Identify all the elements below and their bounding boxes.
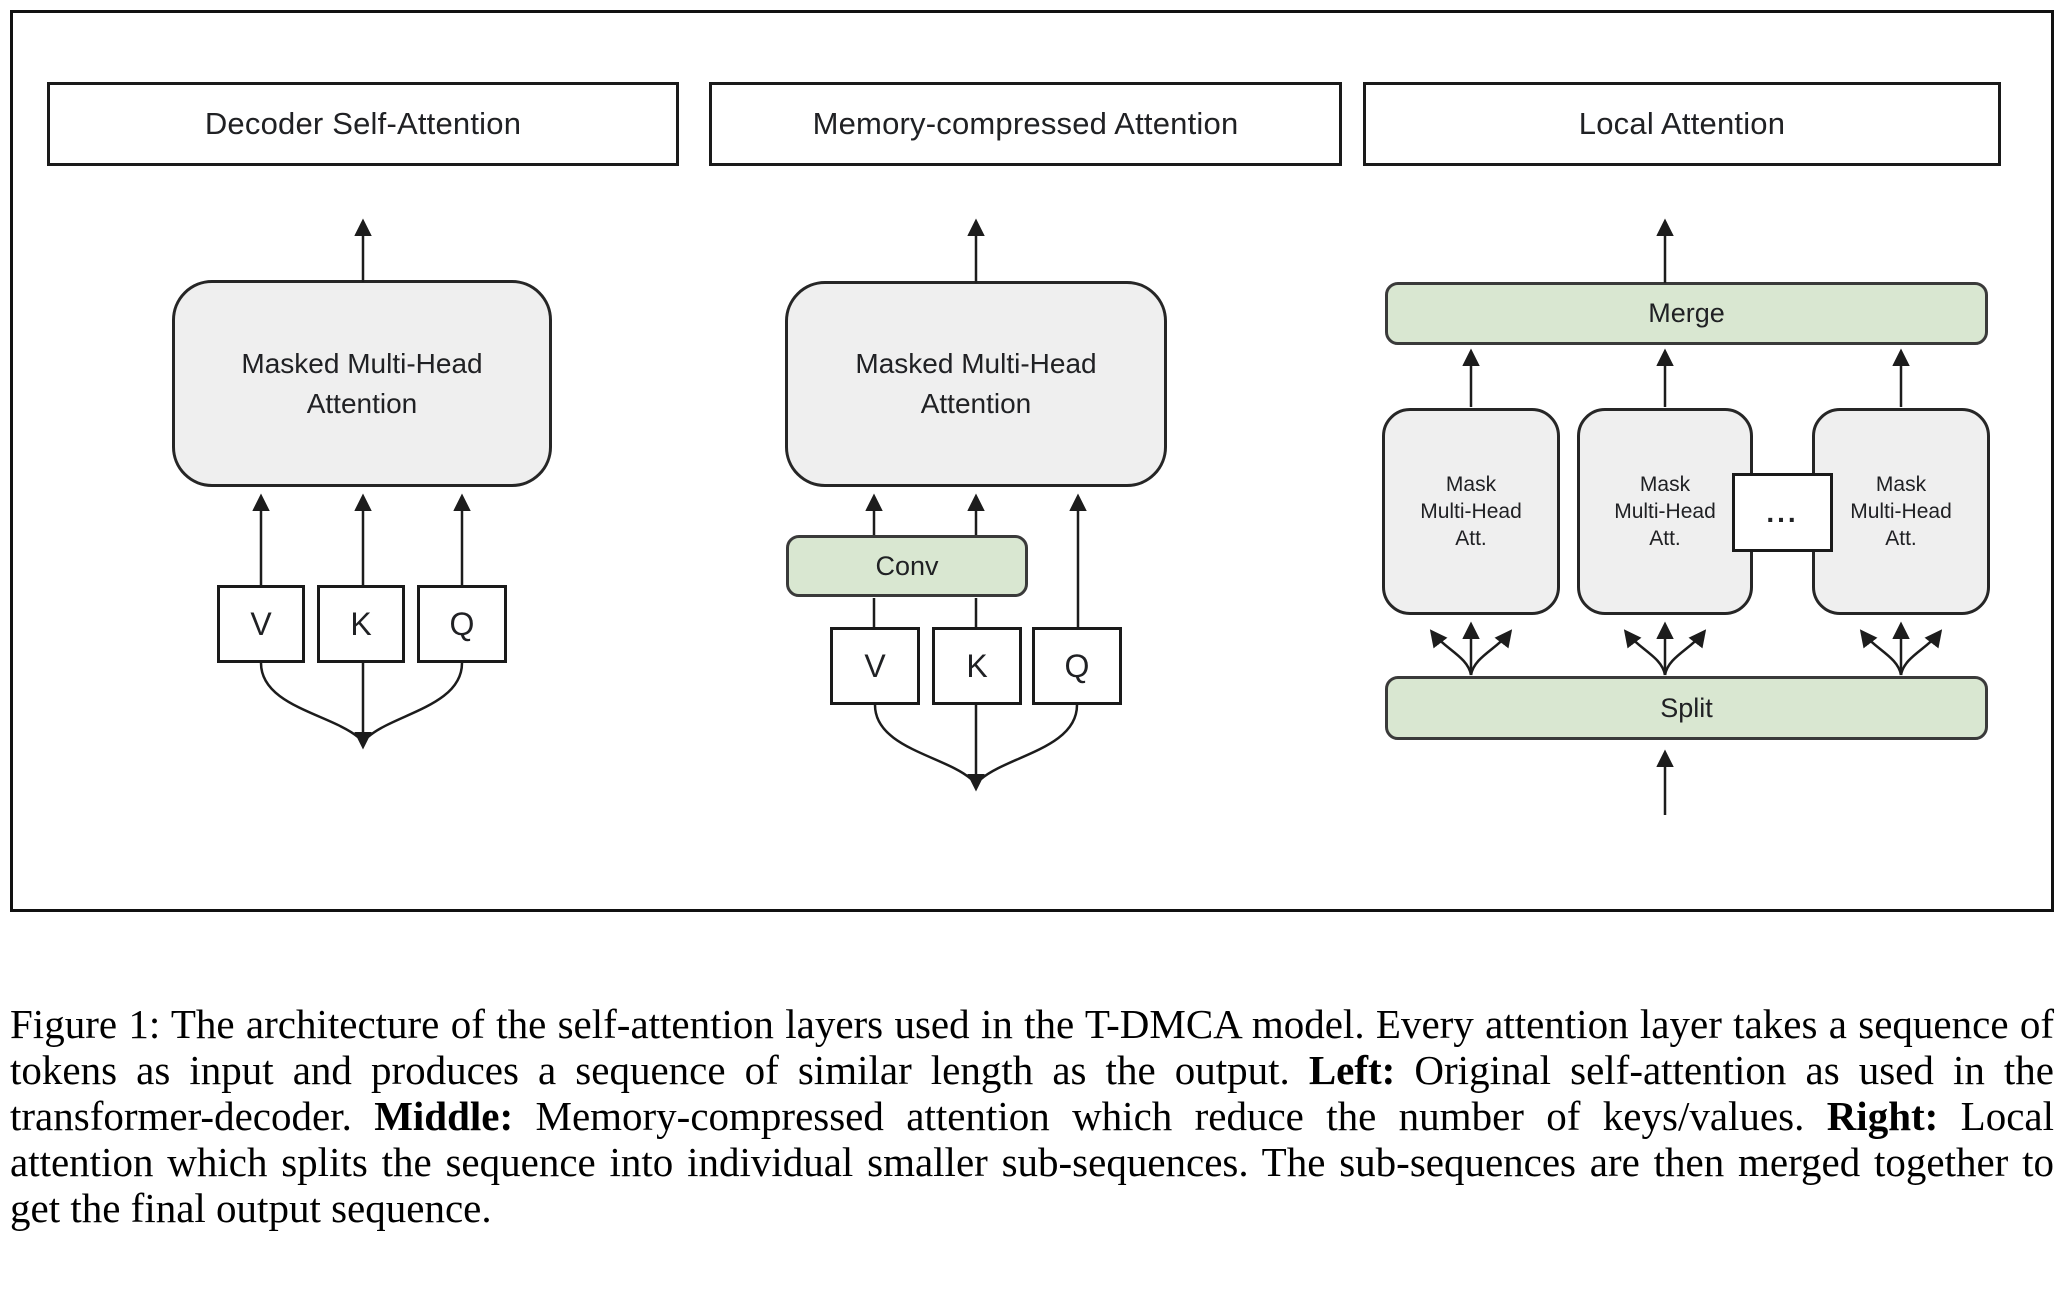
panel-title-decoder-self-attention: Decoder Self-Attention [47,82,679,166]
conv-label: Conv [875,550,939,581]
split-block: Split [1385,676,1988,740]
mask-label-line1: Mask [1445,473,1497,496]
panel-title-label: Decoder Self-Attention [204,106,522,141]
panel-title-label: Local Attention [1578,106,1786,141]
left-input-box-q: Q [417,585,507,663]
mask-label-line3: Att. [1455,527,1487,550]
conv-block: Conv [786,535,1028,597]
mask-multihead-att-block-1: Mask Multi-Head Att. [1382,408,1560,615]
middle-input-box-v: V [830,627,920,705]
split-label: Split [1660,692,1713,723]
mask-multihead-att-block-2: Mask Multi-Head Att. [1577,408,1753,615]
left-input-box-k: K [317,585,405,663]
block-label-line1: Masked Multi-Head [241,347,483,379]
mask-label-line3: Att. [1649,527,1681,550]
merge-block: Merge [1385,282,1988,345]
panel-title-local-attention: Local Attention [1363,82,2001,166]
mask-multihead-att-block-3: Mask Multi-Head Att. [1812,408,1990,615]
mask-label-line1: Mask [1875,473,1927,496]
middle-input-box-q: Q [1032,627,1122,705]
input-label-q: Q [1064,647,1090,684]
figure-caption: Figure 1: The architecture of the self-a… [10,1001,2054,1231]
left-masked-multihead-attention-block: Masked Multi-Head Attention [172,280,552,487]
mask-label-line1: Mask [1639,473,1691,496]
block-label-line2: Attention [920,388,1032,419]
mask-label-line2: Multi-Head [1420,500,1522,523]
merge-label: Merge [1648,298,1725,328]
middle-masked-multihead-attention-block: Masked Multi-Head Attention [785,281,1167,487]
block-label-line2: Attention [306,387,418,419]
input-label-q: Q [449,605,475,642]
mask-label-line2: Multi-Head [1614,500,1716,523]
middle-input-box-k: K [932,627,1022,705]
input-label-k: K [966,647,988,684]
ellipsis-label: ... [1766,496,1799,528]
input-label-v: V [250,605,272,642]
panel-title-label: Memory-compressed Attention [812,106,1239,141]
input-label-k: K [350,605,372,642]
panel-title-memory-compressed-attention: Memory-compressed Attention [709,82,1342,166]
left-input-box-v: V [217,585,305,663]
mask-label-line2: Multi-Head [1850,500,1952,523]
ellipsis-box: ... [1732,473,1833,552]
input-label-v: V [864,647,886,684]
block-label-line1: Masked Multi-Head [855,348,1097,379]
mask-label-line3: Att. [1885,527,1917,550]
